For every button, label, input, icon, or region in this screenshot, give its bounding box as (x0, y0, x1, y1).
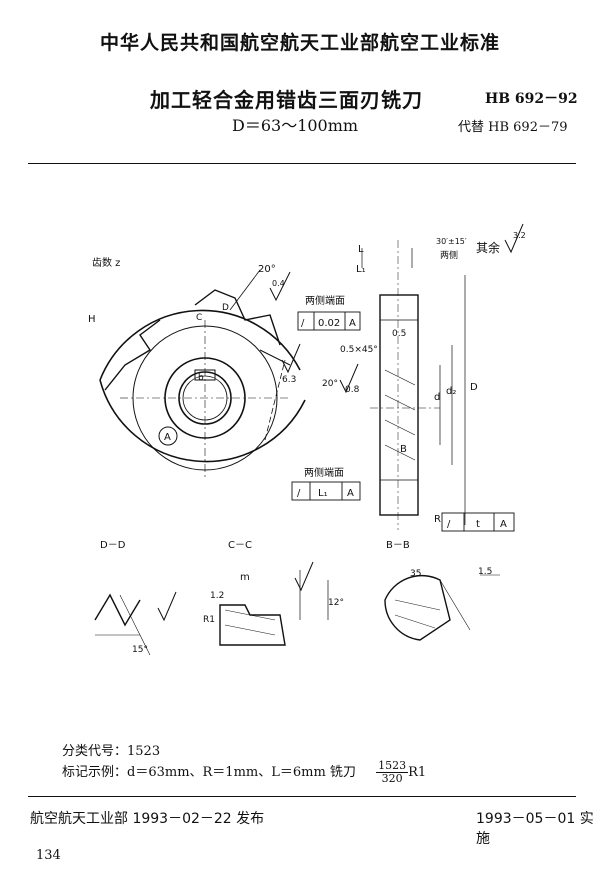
label-C: C (196, 313, 202, 323)
fraction-denominator: 320 (381, 772, 403, 785)
section-label-bb: B－B (386, 540, 410, 551)
dim-d: d (434, 392, 440, 403)
dim-35: 35 (410, 569, 421, 579)
frame3-tolerance: t (476, 519, 480, 530)
marking-example: 标记示例：d＝63mm、R＝1mm、L＝6mm 铣刀 1523 320 R1 (62, 760, 426, 785)
section-label-dd: D－D (100, 540, 126, 551)
both-sides-label: 两侧 (440, 249, 458, 261)
dim-15deg: 15° (132, 645, 148, 655)
angle-label-30: 30′±15′ (436, 237, 467, 246)
dim-05: 0.5 (392, 329, 406, 339)
end-faces-label-1: 两侧端面 (305, 294, 345, 307)
dim-d2: d₂ (446, 386, 456, 397)
detail-callout-circle (158, 426, 178, 446)
marking-example-suffix: R1 (408, 765, 427, 780)
issue-date: 航空航天工业部 1993－02－22 发布 (30, 811, 265, 827)
tolerance-frame-1 (297, 311, 361, 331)
label-H: H (88, 314, 96, 325)
dim-12deg: 12° (328, 598, 344, 608)
dim-12: 1.2 (210, 591, 224, 601)
tolerance-frame-3 (441, 512, 515, 532)
label-D: D (222, 303, 229, 313)
chamfer-label: 0.5×45° (340, 345, 378, 355)
classification-code: 分类代号：1523 (62, 744, 161, 759)
frame1-datum: A (349, 318, 356, 329)
replaces-standard: 代替 HB 692－79 (458, 120, 568, 135)
roughness-label-63: 6.3 (282, 375, 296, 385)
rest-roughness-label: 其余 (476, 240, 500, 255)
standard-number: HB 692－92 (485, 91, 578, 107)
frame3-symbol: / (447, 519, 451, 530)
fraction-numerator: 1523 (376, 759, 409, 773)
document-title: 加工轻合金用错齿三面刃铣刀 (150, 88, 423, 112)
roughness-label-32: 3.2 (513, 231, 526, 240)
dim-D: D (470, 382, 478, 393)
cutter-side-section (361, 240, 466, 530)
detail-view-cc (219, 570, 329, 646)
page-number: 134 (36, 848, 61, 863)
marking-example-text: 标记示例：d＝63mm、R＝1mm、L＝6mm 铣刀 (62, 765, 356, 780)
end-faces-label-2: 两侧端面 (304, 466, 344, 479)
frame2-symbol: / (297, 488, 301, 499)
header-rule (28, 163, 576, 164)
label-A: A (164, 432, 171, 443)
cutter-front-view (99, 269, 306, 480)
dim-L: L (358, 244, 364, 255)
dim-L1: L₁ (356, 264, 366, 275)
dim-B: B (400, 444, 407, 455)
detail-view-bb (384, 574, 500, 641)
dim-R1: R1 (203, 615, 215, 625)
section-label-cc: C－C (228, 540, 252, 551)
effective-date: 1993－05－01 实施 (476, 811, 594, 847)
angle-label-20: 20° (258, 264, 276, 275)
roughness-symbols (157, 223, 524, 622)
document-subtitle: D＝63～100mm (232, 116, 359, 135)
marking-example-fraction: 1523 320 (376, 759, 409, 785)
dim-m: m (240, 572, 250, 583)
frame1-tolerance: 0.02 (318, 318, 340, 329)
dim-15: 1.5 (478, 567, 492, 577)
footer-rule (28, 796, 576, 797)
frame2-tolerance: L₁ (318, 488, 328, 499)
standard-organization-header: 中华人民共和国航空航天工业部航空工业标准 (99, 32, 500, 54)
frame3-datum: A (500, 519, 507, 530)
frame2-datum: A (347, 488, 354, 499)
teeth-count-label: 齿数 z (92, 256, 120, 269)
angle-label-20b: 20° (322, 379, 338, 389)
detail-view-dd (94, 593, 151, 656)
label-b: b (198, 373, 204, 383)
dim-R: R (434, 514, 441, 525)
roughness-label-08: 0.8 (345, 385, 360, 395)
tolerance-frame-2 (291, 481, 361, 501)
frame1-symbol: / (301, 318, 305, 329)
technical-drawing: 齿数 z 20° 0.4 H A C D b 6.3 0.8 3.2 其余 两侧… (88, 223, 526, 656)
roughness-label-04: 0.4 (272, 279, 285, 288)
